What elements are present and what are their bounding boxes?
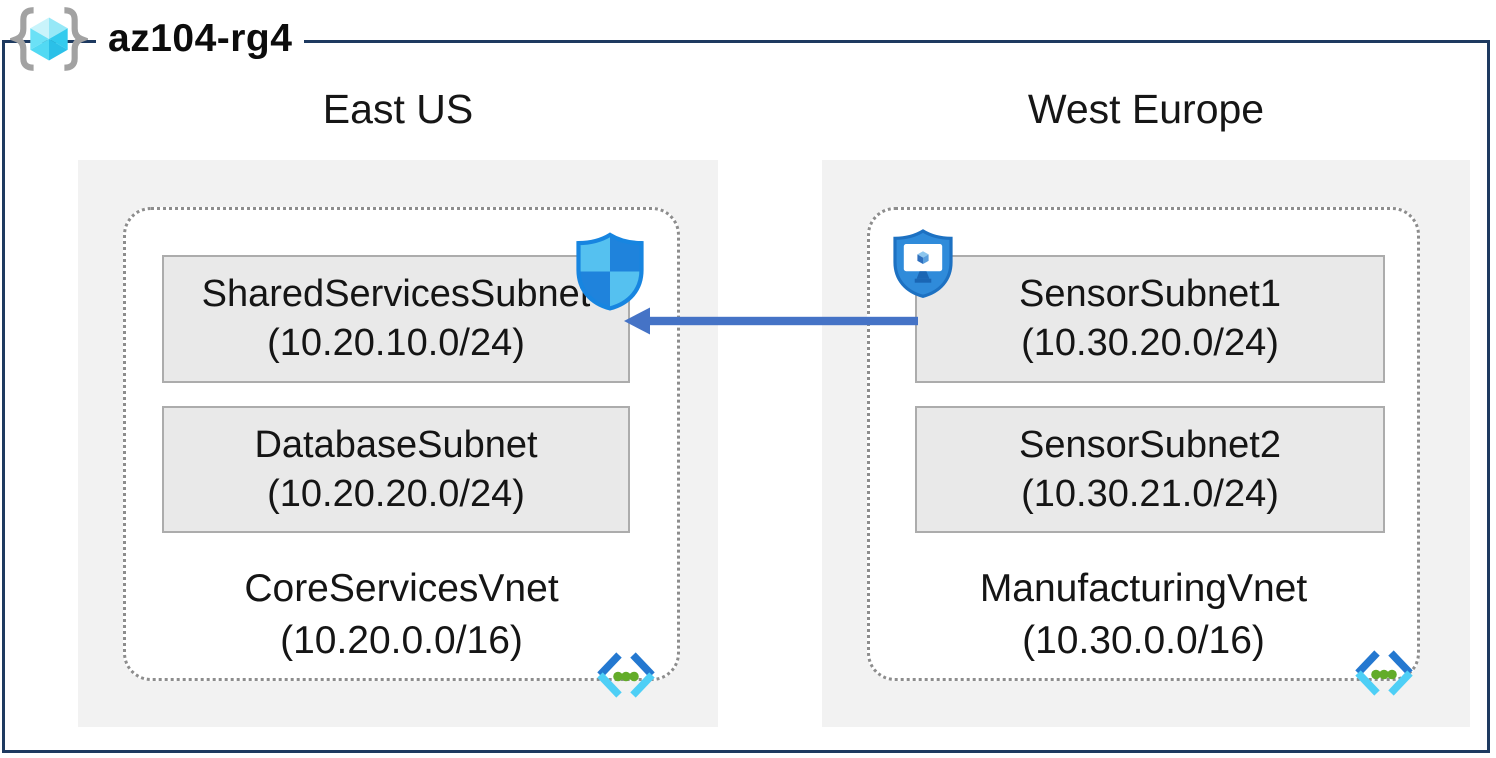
region-label-west-europe: West Europe xyxy=(1027,86,1265,132)
vnet-label-manufacturingvnet: ManufacturingVnet (10.30.0.0/16) xyxy=(867,563,1420,667)
resource-group-title: az104-rg4 xyxy=(96,17,305,61)
virtual-network-icon xyxy=(597,652,655,698)
subnet-sensorsubnet1: SensorSubnet1 (10.30.20.0/24) xyxy=(915,255,1385,383)
peering-arrow xyxy=(624,307,918,335)
resource-group-frame xyxy=(2,40,1490,753)
subnet-databasesubnet: DatabaseSubnet (10.20.20.0/24) xyxy=(162,406,630,533)
vnet-name: ManufacturingVnet xyxy=(979,567,1308,610)
application-security-group-shield-icon xyxy=(893,229,953,298)
subnet-sharedservicessubnet: SharedServicesSubnet (10.20.10.0/24) xyxy=(162,255,630,383)
network-security-group-shield-icon xyxy=(576,232,644,311)
subnet-cidr: (10.20.10.0/24) xyxy=(267,322,525,364)
subnet-name: SharedServicesSubnet xyxy=(201,273,591,315)
subnet-name: SensorSubnet2 xyxy=(1019,423,1281,466)
vnet-label-coreservicesvnet: CoreServicesVnet (10.20.0.0/16) xyxy=(123,563,680,667)
resource-group-header: az104-rg4 xyxy=(10,2,305,76)
vnet-name: CoreServicesVnet xyxy=(244,567,559,610)
region-label-east-us: East US xyxy=(322,86,474,132)
virtual-network-icon xyxy=(1355,650,1413,696)
vnet-cidr: (10.30.0.0/16) xyxy=(1022,619,1265,662)
subnet-sensorsubnet2: SensorSubnet2 (10.30.21.0/24) xyxy=(915,406,1385,533)
subnet-name: DatabaseSubnet xyxy=(254,423,538,466)
subnet-name: SensorSubnet1 xyxy=(1019,273,1281,315)
subnet-cidr: (10.30.20.0/24) xyxy=(1021,322,1279,364)
resource-group-icon xyxy=(10,7,88,71)
subnet-cidr: (10.20.20.0/24) xyxy=(267,472,525,515)
vnet-cidr: (10.20.0.0/16) xyxy=(280,619,523,662)
subnet-cidr: (10.30.21.0/24) xyxy=(1021,472,1279,515)
